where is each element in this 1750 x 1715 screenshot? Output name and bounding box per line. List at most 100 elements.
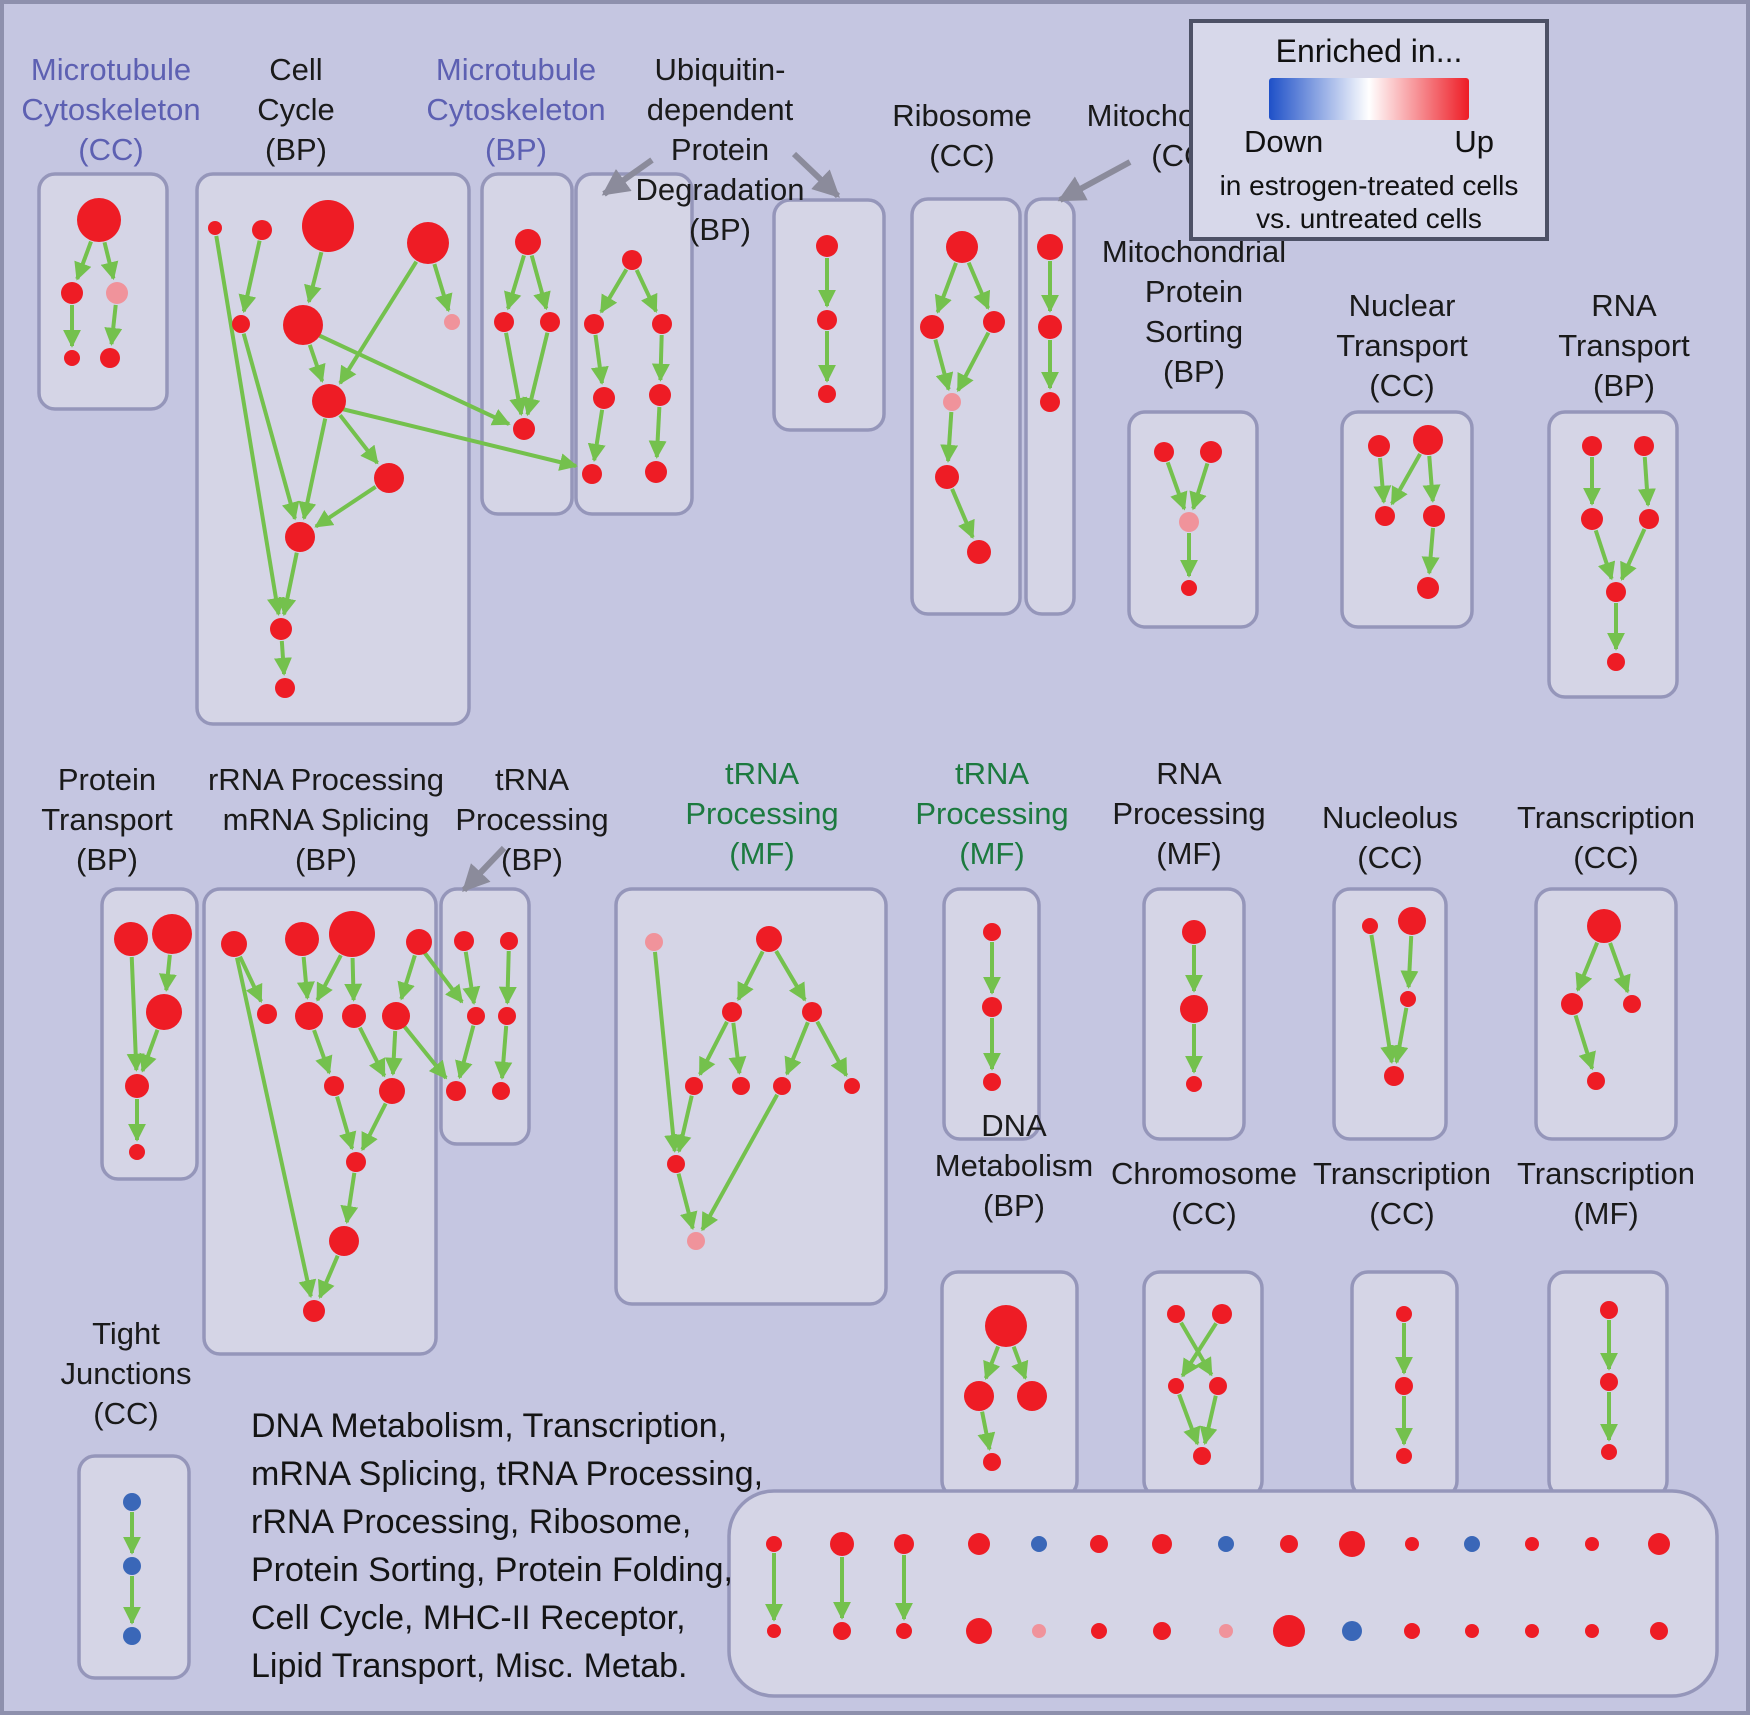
edge-trna-processing-mf-large xyxy=(728,1022,747,1075)
gene-node-red xyxy=(1154,442,1174,462)
gene-node-red xyxy=(1601,1444,1617,1460)
gene-node-red xyxy=(1582,436,1602,456)
gene-node-red xyxy=(1423,505,1445,527)
edge-cell-cycle-bp xyxy=(298,418,328,521)
gene-node-blue xyxy=(1218,1536,1234,1552)
edge-protein-transport-bp xyxy=(158,954,177,992)
gene-node-red xyxy=(1200,441,1222,463)
gene-node-red xyxy=(1405,1537,1419,1551)
edge-trna-processing-bp xyxy=(498,950,517,1005)
gene-node-pink xyxy=(1179,512,1199,532)
gene-node-red xyxy=(208,221,222,235)
edge-trna-processing-mf-large xyxy=(815,1020,849,1078)
gene-node-red xyxy=(667,1155,685,1173)
gene-node-red xyxy=(982,997,1002,1017)
gene-node-red xyxy=(129,1144,145,1160)
gene-node-red xyxy=(1368,435,1390,457)
edge-transcription-cc-upper xyxy=(1608,942,1631,994)
layer-nodes xyxy=(61,198,1670,1647)
gene-node-red xyxy=(1465,1624,1479,1638)
edge-rrna-processing-mrna-splicing-bp xyxy=(360,1102,388,1152)
edge-rrna-processing-mrna-splicing-bp xyxy=(235,957,317,1299)
legend-title: Enriched in... xyxy=(1275,33,1463,69)
gene-node-red xyxy=(285,922,319,956)
gene-node-pink xyxy=(943,393,961,411)
gene-node-red xyxy=(324,1076,344,1096)
label-pointer-arrow xyxy=(461,845,507,893)
edge-cell-cycle-bp xyxy=(432,263,453,313)
edge-ribosome-cc xyxy=(956,331,991,393)
legend-up-label: Up xyxy=(1454,124,1494,159)
edge-chromosome-cc xyxy=(1179,1321,1214,1377)
edge-ubiquitin-protein-degradation-bp-left xyxy=(599,268,629,314)
misc-categories-note: DNA Metabolism, Transcription,mRNA Splic… xyxy=(251,1402,763,1690)
group-box-ubiquitin-protein-degradation-bp-left xyxy=(574,172,694,516)
gene-node-red xyxy=(303,1300,325,1322)
gene-node-red xyxy=(983,1453,1001,1471)
gene-node-red xyxy=(221,931,247,957)
edge-rrna-processing-mrna-splicing-bp xyxy=(238,955,263,1003)
edge-ribosome-cc xyxy=(934,262,958,314)
gene-node-red xyxy=(498,1007,516,1025)
edge-trna-processing-mf-large xyxy=(652,951,683,1153)
gene-node-red xyxy=(1417,577,1439,599)
gene-node-red xyxy=(1273,1615,1305,1647)
edge-protein-transport-bp xyxy=(126,956,145,1072)
gene-node-red xyxy=(275,678,295,698)
gene-node-red xyxy=(125,1074,149,1098)
misc-note-line: Protein Sorting, Protein Folding, xyxy=(251,1551,733,1589)
gene-node-red xyxy=(252,220,272,240)
edge-trna-processing-mf-large xyxy=(676,1173,698,1231)
gene-node-red xyxy=(467,1007,485,1025)
gene-node-red xyxy=(454,931,474,951)
gene-node-red xyxy=(1634,436,1654,456)
gene-node-red xyxy=(283,305,323,345)
gene-node-red xyxy=(1525,1624,1539,1638)
gene-node-red xyxy=(773,1077,791,1095)
gene-node-pink xyxy=(645,933,663,951)
label-pointer-arrow xyxy=(601,157,654,197)
gene-node-red xyxy=(935,465,959,489)
gene-node-red xyxy=(1017,1381,1047,1411)
gene-node-red xyxy=(1587,1072,1605,1090)
gene-node-red xyxy=(645,461,667,483)
gene-node-red xyxy=(767,1624,781,1638)
edge-nucleolus-cc xyxy=(1390,1007,1409,1064)
misc-note-line: Lipid Transport, Misc. Metab. xyxy=(251,1647,688,1685)
gene-node-red xyxy=(1585,1537,1599,1551)
gene-node-red xyxy=(64,350,80,366)
gene-node-red xyxy=(1280,1535,1298,1553)
edge-protein-transport-bp xyxy=(139,1029,160,1073)
gene-node-red xyxy=(446,1081,466,1101)
gene-node-red xyxy=(582,464,602,484)
label-pointer-arrow xyxy=(791,151,841,199)
gene-node-red xyxy=(1400,991,1416,1007)
gene-node-red xyxy=(146,994,182,1030)
layer-edges xyxy=(63,151,1656,1625)
edge-trna-processing-mf-large xyxy=(698,1020,729,1077)
gene-node-red xyxy=(1091,1623,1107,1639)
group-box-misc-categories xyxy=(727,1489,1719,1698)
gene-node-red xyxy=(985,1305,1027,1347)
gene-node-red xyxy=(494,312,514,332)
gene-node-red xyxy=(1600,1301,1618,1319)
gene-node-red xyxy=(1525,1537,1539,1551)
color-legend: Enriched in... Down Up in estrogen-treat… xyxy=(1189,19,1549,241)
gene-node-red xyxy=(342,1004,366,1028)
gene-node-red xyxy=(1212,1304,1232,1324)
edge-microtubule-cytoskeleton-bp xyxy=(522,332,550,417)
gene-node-red xyxy=(816,235,838,257)
gene-node-red xyxy=(1180,995,1208,1023)
edge-transcription-cc-upper xyxy=(1575,941,1600,992)
group-box-transcription-cc-upper xyxy=(1534,887,1678,1141)
edge-dna-metabolism-bp xyxy=(977,1411,996,1452)
gene-node-red xyxy=(257,1004,277,1024)
cross-group-edge xyxy=(422,950,464,1004)
edge-trna-processing-mf-large xyxy=(784,1021,810,1076)
gene-node-red xyxy=(1648,1533,1670,1555)
edge-rrna-processing-mrna-splicing-bp xyxy=(384,1030,403,1076)
gene-node-red xyxy=(584,314,604,334)
edge-cell-cycle-bp xyxy=(307,344,326,383)
edge-rna-transport-bp xyxy=(1619,528,1647,581)
gene-node-red xyxy=(407,222,449,264)
